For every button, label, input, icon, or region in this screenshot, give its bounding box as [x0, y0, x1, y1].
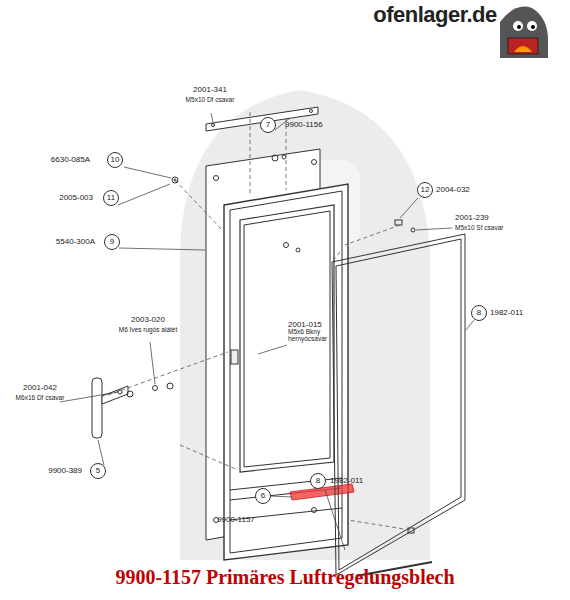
callout-number: 8	[310, 473, 326, 489]
callout-number: 12	[417, 182, 433, 198]
callout-number: 6	[255, 488, 271, 504]
part-number: 1982-011	[330, 477, 363, 486]
part-note: M6 Ives rugós alátét	[119, 326, 178, 333]
part-number: 2001-239	[455, 214, 489, 223]
callout-number: 9	[104, 234, 120, 250]
part-number: 9900-1157	[217, 516, 255, 525]
part-number: 2001-341	[193, 86, 227, 95]
logo-icon	[500, 7, 548, 58]
part-number: 6630-085A	[51, 156, 90, 165]
callout-number: 11	[103, 190, 119, 206]
part-note: M5x10 Df csavar	[186, 96, 235, 103]
part-number: 2005-003	[59, 194, 93, 203]
logo-text: ofenlager.de	[373, 3, 497, 27]
callout-number: 8	[471, 305, 487, 321]
callout-number: 10	[107, 152, 123, 168]
part-number: 2003-020	[131, 316, 165, 325]
part-number: 9900-389	[48, 467, 82, 476]
part-note: M6x16 Df csavar	[16, 394, 65, 401]
caption-title: 9900-1157 Primäres Luftregelungsblech	[0, 566, 570, 589]
part-number: 2004-032	[436, 186, 470, 195]
watermark	[180, 90, 430, 560]
part-number: 1982-011	[490, 309, 523, 318]
callout-number: 5	[90, 463, 106, 479]
part-number: 5540-300A	[56, 238, 95, 247]
part-note: M5x6 Bkny hernyócsavar	[288, 328, 350, 342]
callout-number: 7	[260, 117, 276, 133]
part-note: M5x10 Sf csavar	[455, 224, 503, 231]
part-number: 9900-1156	[285, 121, 323, 130]
part-number: 2001-042	[23, 384, 57, 393]
